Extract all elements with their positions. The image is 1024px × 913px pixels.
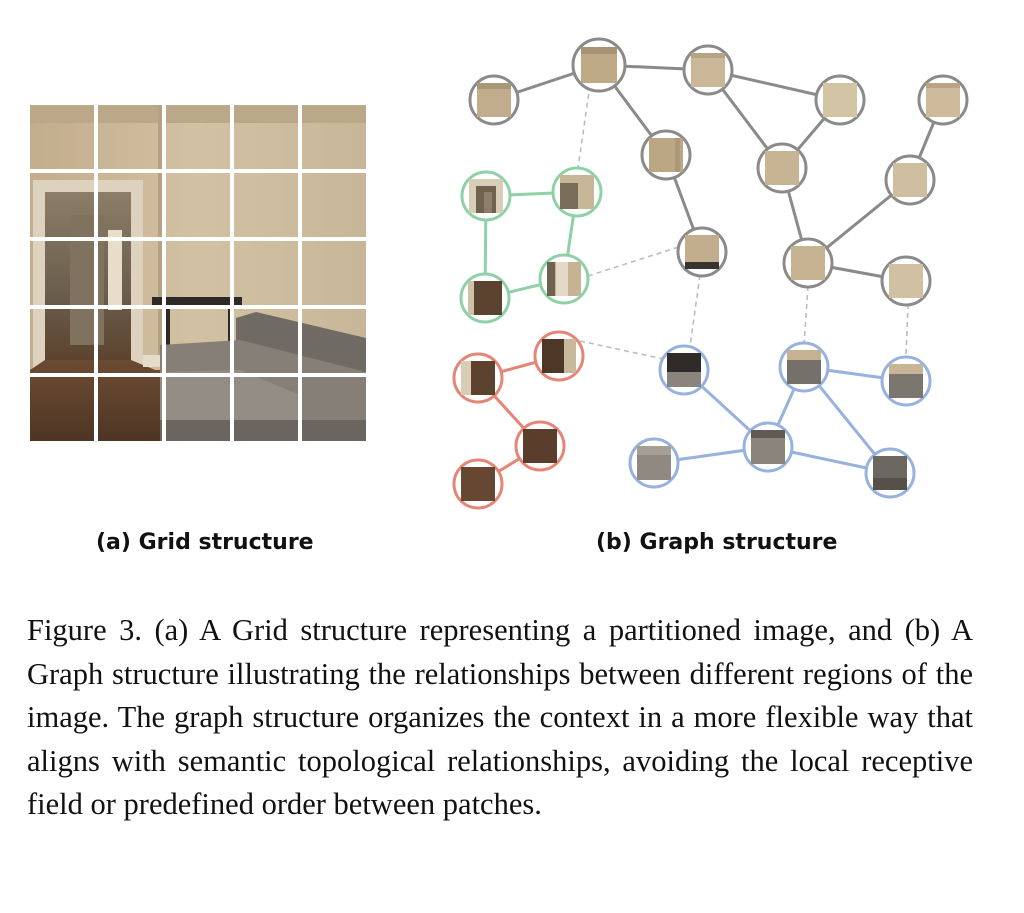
graph-node [459, 272, 511, 324]
graph-node [884, 154, 936, 206]
graph-node [864, 447, 916, 499]
subcaption-graph-structure: (b) Graph structure [596, 530, 838, 555]
graph-node [676, 226, 728, 278]
graph-node [460, 170, 512, 222]
graph-node [782, 237, 834, 289]
graph-node [778, 341, 830, 393]
graph-node [452, 352, 504, 404]
graph-node [917, 74, 969, 126]
graph-blue-nodes [628, 341, 932, 499]
graph-node [682, 44, 734, 96]
graph-node [514, 420, 566, 472]
graph-node [880, 355, 932, 407]
graph-node [880, 255, 932, 307]
graph-node [468, 74, 520, 126]
graph-node [814, 74, 866, 126]
figure-caption: Figure 3. (a) A Grid structure represent… [27, 613, 973, 821]
graph-red-nodes [452, 330, 585, 510]
grid-partitioned-image [30, 105, 366, 441]
graph-node [533, 330, 585, 382]
graph-node [658, 344, 710, 396]
graph-node [538, 253, 590, 305]
graph-node [551, 166, 603, 218]
graph-node [452, 458, 504, 510]
grid-lines [30, 105, 366, 441]
graph-gray-nodes [468, 37, 969, 307]
subcaption-grid-structure: (a) Grid structure [96, 530, 314, 555]
figure-3-illustration [30, 37, 969, 510]
graph-node [756, 142, 808, 194]
graph-dashed-links [577, 84, 909, 364]
graph-node [640, 129, 692, 181]
graph-node [628, 437, 680, 489]
graph-green-nodes [459, 166, 603, 324]
graph-node [742, 421, 794, 473]
graph-node [571, 37, 627, 93]
